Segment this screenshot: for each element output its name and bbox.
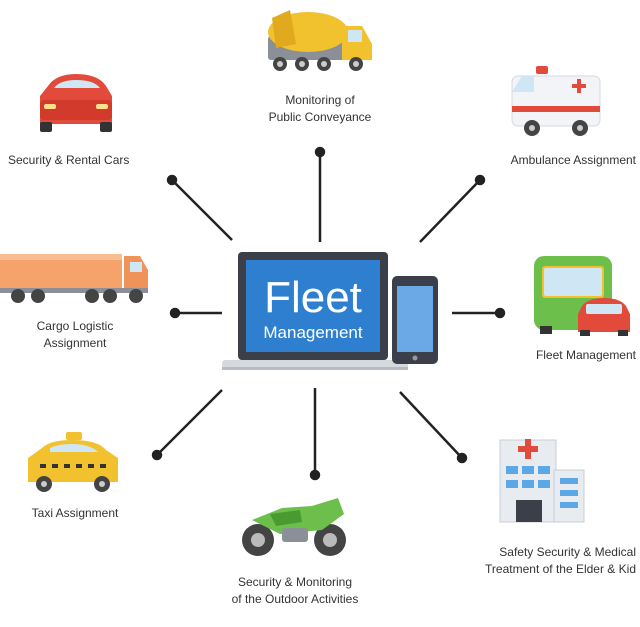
taxi-icon (28, 432, 118, 492)
center-title: Fleet (264, 273, 362, 322)
connector-rental (166, 174, 233, 241)
red-car-icon (40, 74, 112, 132)
connector-fleet (452, 307, 506, 319)
label-ambulance: Ambulance Assignment (450, 152, 636, 169)
label-fleet: Fleet Management (500, 347, 636, 364)
label-outdoor: Security & Monitoring of the Outdoor Act… (190, 574, 400, 608)
center-subtitle: Management (263, 323, 363, 342)
label-taxi-line1: Taxi Assignment (31, 506, 119, 520)
label-cargo: Cargo Logistic Assignment (0, 318, 150, 352)
cargo-truck-icon (0, 254, 148, 303)
motorcycle-icon (242, 498, 346, 556)
label-public-line2: Public Conveyance (268, 110, 372, 124)
label-taxi: Taxi Assignment (0, 505, 150, 522)
label-rental: Security & Rental Cars (8, 152, 188, 169)
cement-truck-icon (268, 10, 372, 71)
label-outdoor-line2: of the Outdoor Activities (231, 592, 359, 606)
connectors (151, 146, 506, 481)
label-medical-line2: Treatment of the Elder & Kid (485, 562, 636, 576)
connector-cargo (169, 307, 222, 319)
hospital-icon (499, 439, 585, 523)
label-public-line1: Monitoring of (285, 93, 355, 107)
phone-icon (392, 276, 438, 364)
label-cargo-line1: Cargo Logistic (36, 319, 114, 333)
label-public: Monitoring of Public Conveyance (220, 92, 420, 126)
label-medical-line1: Safety Security & Medical (499, 545, 636, 559)
label-fleet-line1: Fleet Management (535, 348, 636, 362)
connector-medical (399, 391, 468, 464)
connector-ambulance (419, 174, 486, 243)
label-medical: Safety Security & Medical Treatment of t… (436, 544, 636, 578)
label-outdoor-line1: Security & Monitoring (237, 575, 353, 589)
label-ambulance-line1: Ambulance Assignment (510, 153, 636, 167)
ambulance-icon (511, 66, 601, 136)
laptop-icon (222, 252, 408, 370)
connector-outdoor (309, 388, 321, 481)
connector-taxi (151, 389, 223, 461)
connector-public (314, 146, 326, 242)
bus-car-icon (534, 256, 630, 336)
label-cargo-line2: Assignment (43, 336, 107, 350)
label-rental-line1: Security & Rental Cars (8, 153, 130, 167)
